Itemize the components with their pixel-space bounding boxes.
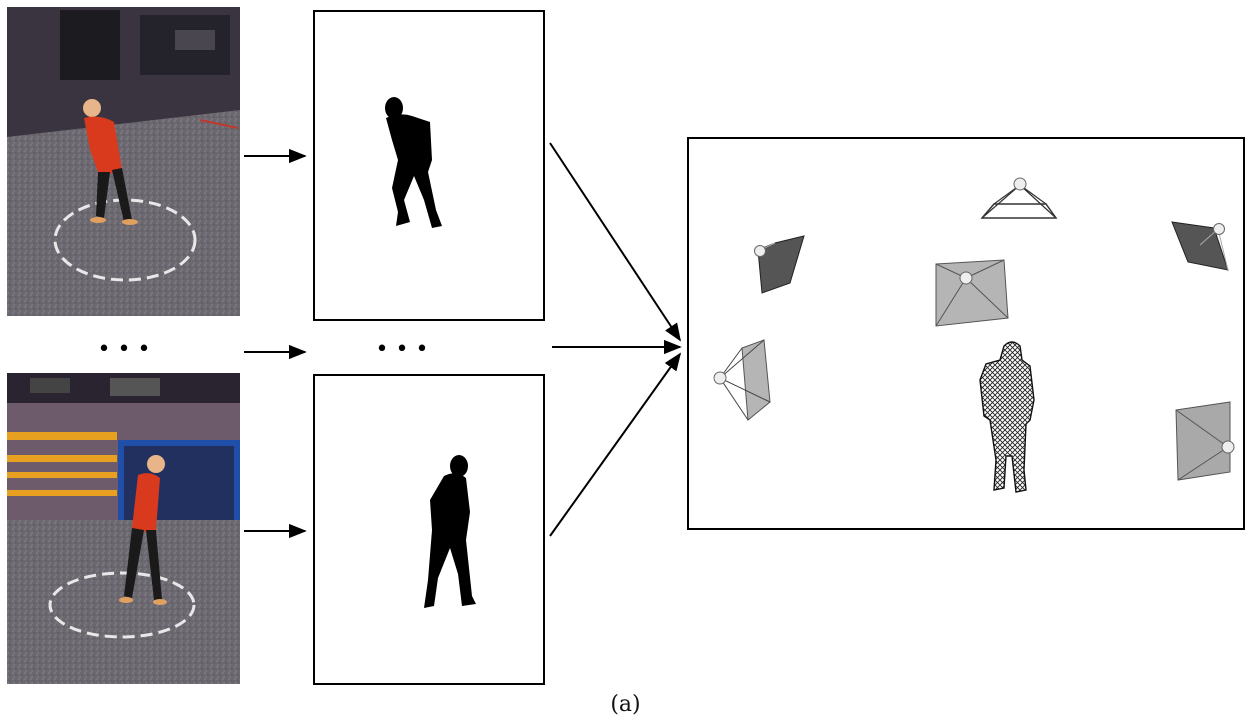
ellipsis-left: • • • (98, 337, 151, 362)
silhouette-frame-top (313, 10, 545, 321)
camera-lower-left-icon (713, 339, 771, 421)
silhouette-top (385, 97, 442, 228)
figure-caption: (a) (610, 692, 641, 717)
camera-upper-right-icon (1171, 221, 1229, 271)
ellipsis-middle: • • • (376, 337, 429, 362)
reconstruction-scene (687, 137, 1245, 530)
input-photo-top (7, 7, 240, 316)
silhouette-bottom (424, 455, 476, 608)
person-figure-top (83, 99, 138, 225)
reconstructed-body-mesh (979, 341, 1035, 493)
person-figure-bottom (119, 455, 167, 605)
camera-center-icon (935, 259, 1009, 327)
silhouette-frame-bottom (313, 374, 545, 685)
camera-upper-left-icon (754, 235, 805, 294)
arrow-silhouette-top (549, 142, 681, 342)
camera-top-icon (980, 177, 1058, 219)
input-photo-bottom (7, 373, 240, 684)
camera-lower-right-icon (1175, 401, 1235, 481)
arrow-silhouette-bottom (549, 352, 682, 537)
